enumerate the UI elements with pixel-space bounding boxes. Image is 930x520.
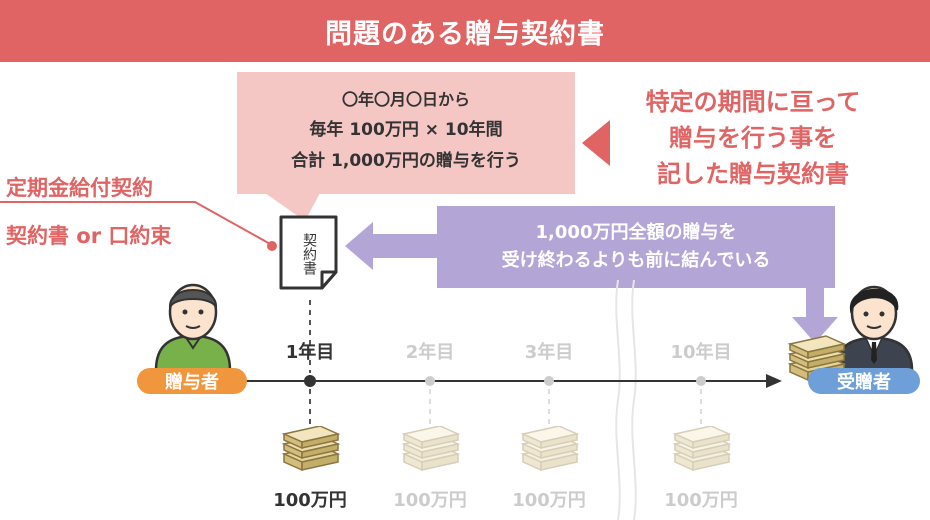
year-label-10: 10年目 [670,342,732,363]
title-bar: 問題のある贈与契約書 [0,0,930,62]
money-stack-icon [281,426,341,472]
contract-callout-box [237,72,575,194]
right-note-line-3: 記した贈与契約書 [657,160,849,188]
left-arrow-icon [582,120,610,166]
amount-label-2: 100万円 [393,490,467,511]
money-stack-icon [520,426,580,472]
year-label-3: 3年目 [524,342,574,363]
receiver-label: 受贈者 [808,368,920,394]
year-label-1: 1年目 [285,342,335,363]
giver-person-icon [154,283,232,370]
amount-label-3: 100万円 [512,490,586,511]
right-note-line-2: 贈与を行う事を [669,124,837,152]
timeline-break-marks [615,280,637,520]
right-note: 特定の期間に亘って 贈与を行う事を 記した贈与契約書 [608,84,898,192]
purple-down-arrow-icon [792,287,838,343]
money-stack-icon [401,426,461,472]
callout-line-2: 毎年 100万円 × 10年間 [309,120,503,140]
callout-line-1: 〇年〇月〇日から [341,90,470,109]
timing-note-line-1: 1,000万円全額の贈与を [535,222,737,243]
year-label-2: 2年目 [405,342,455,363]
right-note-line-1: 特定の期間に亘って [645,88,861,116]
contract-document-icon [279,215,338,290]
page-title: 問題のある贈与契約書 [325,18,605,50]
document-label: 契約書 [301,233,317,275]
amount-label-10: 100万円 [664,490,738,511]
receiver-person-icon [834,285,914,370]
amount-label-1: 100万円 [273,490,347,511]
note-connector-line [0,201,277,251]
giver-label: 贈与者 [137,368,247,394]
contract-callout-text: 〇年〇月〇日から 毎年 100万円 × 10年間 合計 1,000万円の贈与を行… [237,84,575,177]
callout-pointer [265,193,320,221]
callout-line-3: 合計 1,000万円の贈与を行う [291,151,521,171]
purple-left-arrow-icon [345,222,439,270]
timing-note-box: 1,000万円全額の贈与を 受け終わるよりも前に結んでいる [437,206,835,288]
money-stack-icon [672,426,732,472]
left-note-contract-form: 契約書 or 口約束 [6,224,172,248]
timing-note-line-2: 受け終わるよりも前に結んでいる [501,250,771,271]
left-note-contract-type: 定期金給付契約 [6,176,153,200]
